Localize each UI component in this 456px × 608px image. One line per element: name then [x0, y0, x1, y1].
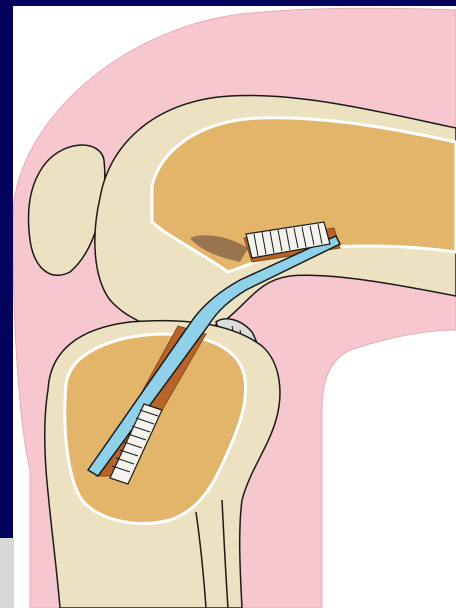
- background-strip: [0, 538, 14, 608]
- frame-top: [13, 0, 456, 6]
- frame-left: [0, 0, 13, 538]
